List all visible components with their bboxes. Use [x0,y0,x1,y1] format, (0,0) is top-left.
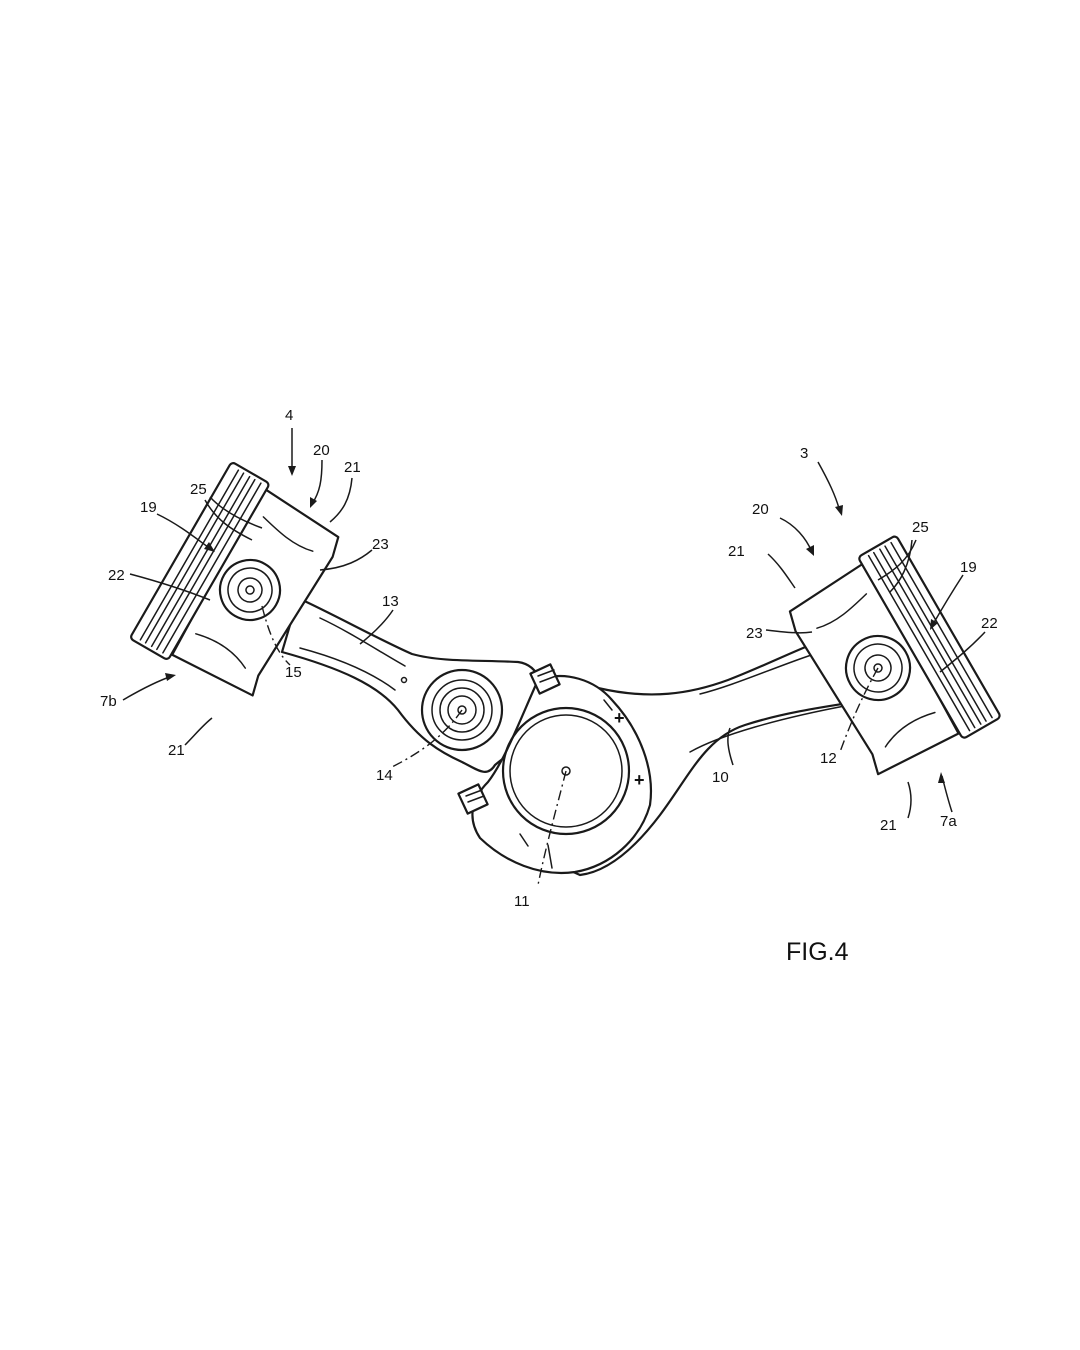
label-22-right: 22 [981,615,998,632]
plus-mark-lower: + [634,770,645,790]
label-3: 3 [800,445,808,462]
label-19-right: 19 [960,559,977,576]
reference-labels: 4 20 21 25 19 22 23 13 15 7b 21 14 11 3 … [100,407,998,910]
label-7a: 7a [940,813,957,830]
label-21-right-top: 21 [728,543,745,560]
label-21-right-bottom: 21 [880,817,897,834]
label-25-right: 25 [912,519,929,536]
label-20-left: 20 [313,442,330,459]
label-19-left: 19 [140,499,157,516]
label-22-left: 22 [108,567,125,584]
label-20-right: 20 [752,501,769,518]
left-piston [130,462,340,697]
label-7b: 7b [100,693,117,710]
label-25-left: 25 [190,481,207,498]
label-23-left: 23 [372,536,389,553]
label-21-left-top: 21 [344,459,361,476]
label-10: 10 [712,769,729,786]
label-21-left-bottom: 21 [168,742,185,759]
label-4: 4 [285,407,293,424]
label-11: 11 [514,893,530,910]
leader-lines [122,428,986,886]
label-23-right: 23 [746,625,763,642]
rocker-body [457,663,652,874]
left-connecting-rod [280,596,545,773]
figure-caption: FIG.4 [786,938,849,966]
bolt-head-top [529,663,561,695]
label-15: 15 [285,664,302,681]
label-12: 12 [820,750,837,767]
bolt-head-bottom [457,783,489,815]
plus-mark-upper: + [614,708,625,728]
label-13: 13 [382,593,399,610]
label-14: 14 [376,767,393,784]
